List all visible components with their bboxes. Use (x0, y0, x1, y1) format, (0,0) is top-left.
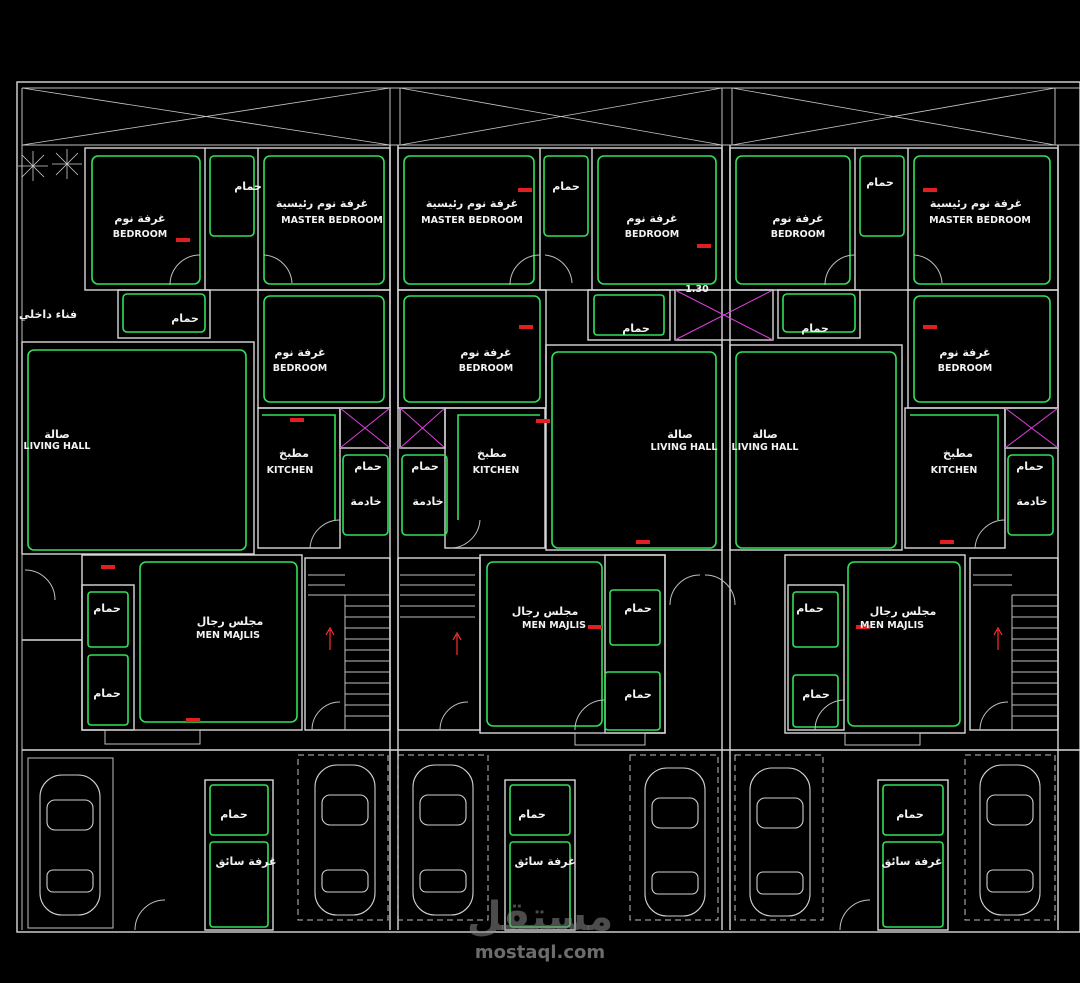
parking-zone (22, 749, 1080, 931)
kitchen-en-label: KITCHEN (931, 465, 978, 476)
kitchen-en-label: KITCHEN (267, 465, 314, 476)
party-walls (389, 145, 1059, 930)
bath-ar-label: حمام (220, 808, 248, 821)
bath-ar-label: حمام (802, 688, 830, 701)
driver-ar-label: غرفة سائق (514, 855, 575, 868)
bath-ar-label: حمام (624, 602, 652, 615)
bath-ar-label: حمام (518, 808, 546, 821)
bath-ar-label: حمام (866, 176, 894, 189)
kitchen-ar-label: مطبخ (477, 447, 507, 460)
maid-ar-label: خادمة (412, 495, 443, 508)
bedroom-ar-label: غرفة نوم (772, 212, 823, 225)
bedroom-ar-label: غرفة نوم (626, 212, 677, 225)
bedroom-en-label: BEDROOM (938, 363, 993, 374)
bath-ar-label: حمام (411, 460, 439, 473)
bath-ar-label: حمام (354, 460, 382, 473)
driver-ar-label: غرفة سائق (215, 855, 276, 868)
setback-strip (21, 87, 1080, 146)
master-bedroom-ar-label: غرفة نوم رئيسية (276, 197, 368, 210)
living-ar-label: صالة (667, 428, 693, 441)
majlis-ar-label: مجلس رجال (870, 605, 937, 618)
courtyard-ar-label: فناء داخلي (19, 308, 77, 321)
kitchen-ar-label: مطبخ (943, 447, 973, 460)
majlis-en-label: MEN MAJLIS (522, 620, 586, 631)
bedroom-ar-label: غرفة نوم (274, 346, 325, 359)
maid-ar-label: خادمة (1016, 495, 1047, 508)
majlis-en-label: MEN MAJLIS (860, 620, 924, 631)
kitchen-en-label: KITCHEN (473, 465, 520, 476)
living-ar-label: صالة (44, 428, 70, 441)
bath-ar-label: حمام (171, 312, 199, 325)
master-bedroom-en-label: MASTER BEDROOM (421, 215, 523, 226)
majlis-ar-label: مجلس رجال (512, 605, 579, 618)
svg-text:mostaql.com: mostaql.com (475, 942, 605, 963)
bedroom-ar-label: غرفة نوم (460, 346, 511, 359)
master-bedroom-ar-label: غرفة نوم رئيسية (930, 197, 1022, 210)
car-icon (39, 764, 1041, 917)
bath-ar-label: حمام (1016, 460, 1044, 473)
living-en-label: LIVING HALL (732, 442, 799, 453)
bath-ar-label: حمام (93, 687, 121, 700)
bedroom-ar-label: غرفة نوم (114, 212, 165, 225)
master-bedroom-ar-label: غرفة نوم رئيسية (426, 197, 518, 210)
bedroom-ar-label: غرفة نوم (939, 346, 990, 359)
tree-icon (18, 149, 82, 181)
master-bedroom-en-label: MASTER BEDROOM (929, 215, 1031, 226)
bedroom-en-label: BEDROOM (459, 363, 514, 374)
maid-ar-label: خادمة (350, 495, 381, 508)
driver-ar-label: غرفة سائق (881, 855, 942, 868)
bath-ar-label: حمام (896, 808, 924, 821)
bath-ar-label: حمام (801, 322, 829, 335)
bedroom-en-label: BEDROOM (273, 363, 328, 374)
unit-1 (21, 147, 391, 745)
watermark-logo: مستقل mostaql.com (467, 894, 613, 963)
living-en-label: LIVING HALL (651, 442, 718, 453)
master-bedroom-en-label: MASTER BEDROOM (281, 215, 383, 226)
site-boundary (16, 81, 1080, 933)
living-en-label: LIVING HALL (24, 441, 91, 452)
majlis-ar-label: مجلس رجال (197, 615, 264, 628)
bedroom-en-label: BEDROOM (771, 229, 826, 240)
bedroom-en-label: BEDROOM (625, 229, 680, 240)
unit-2 (397, 147, 774, 746)
bath-ar-label: حمام (624, 688, 652, 701)
dimension-label: 1.30 (685, 284, 709, 295)
living-ar-label: صالة (752, 428, 778, 441)
bath-ar-label: حمام (93, 602, 121, 615)
majlis-en-label: MEN MAJLIS (196, 630, 260, 641)
bath-ar-label: حمام (552, 180, 580, 193)
bath-ar-label: حمام (622, 322, 650, 335)
svg-text:مستقل: مستقل (467, 894, 613, 940)
bedroom-en-label: BEDROOM (113, 229, 168, 240)
unit-3 (729, 147, 1059, 746)
annotation-tags (101, 188, 954, 722)
bath-ar-label: حمام (796, 602, 824, 615)
kitchen-ar-label: مطبخ (279, 447, 309, 460)
bath-ar-label: حمام (234, 180, 262, 193)
